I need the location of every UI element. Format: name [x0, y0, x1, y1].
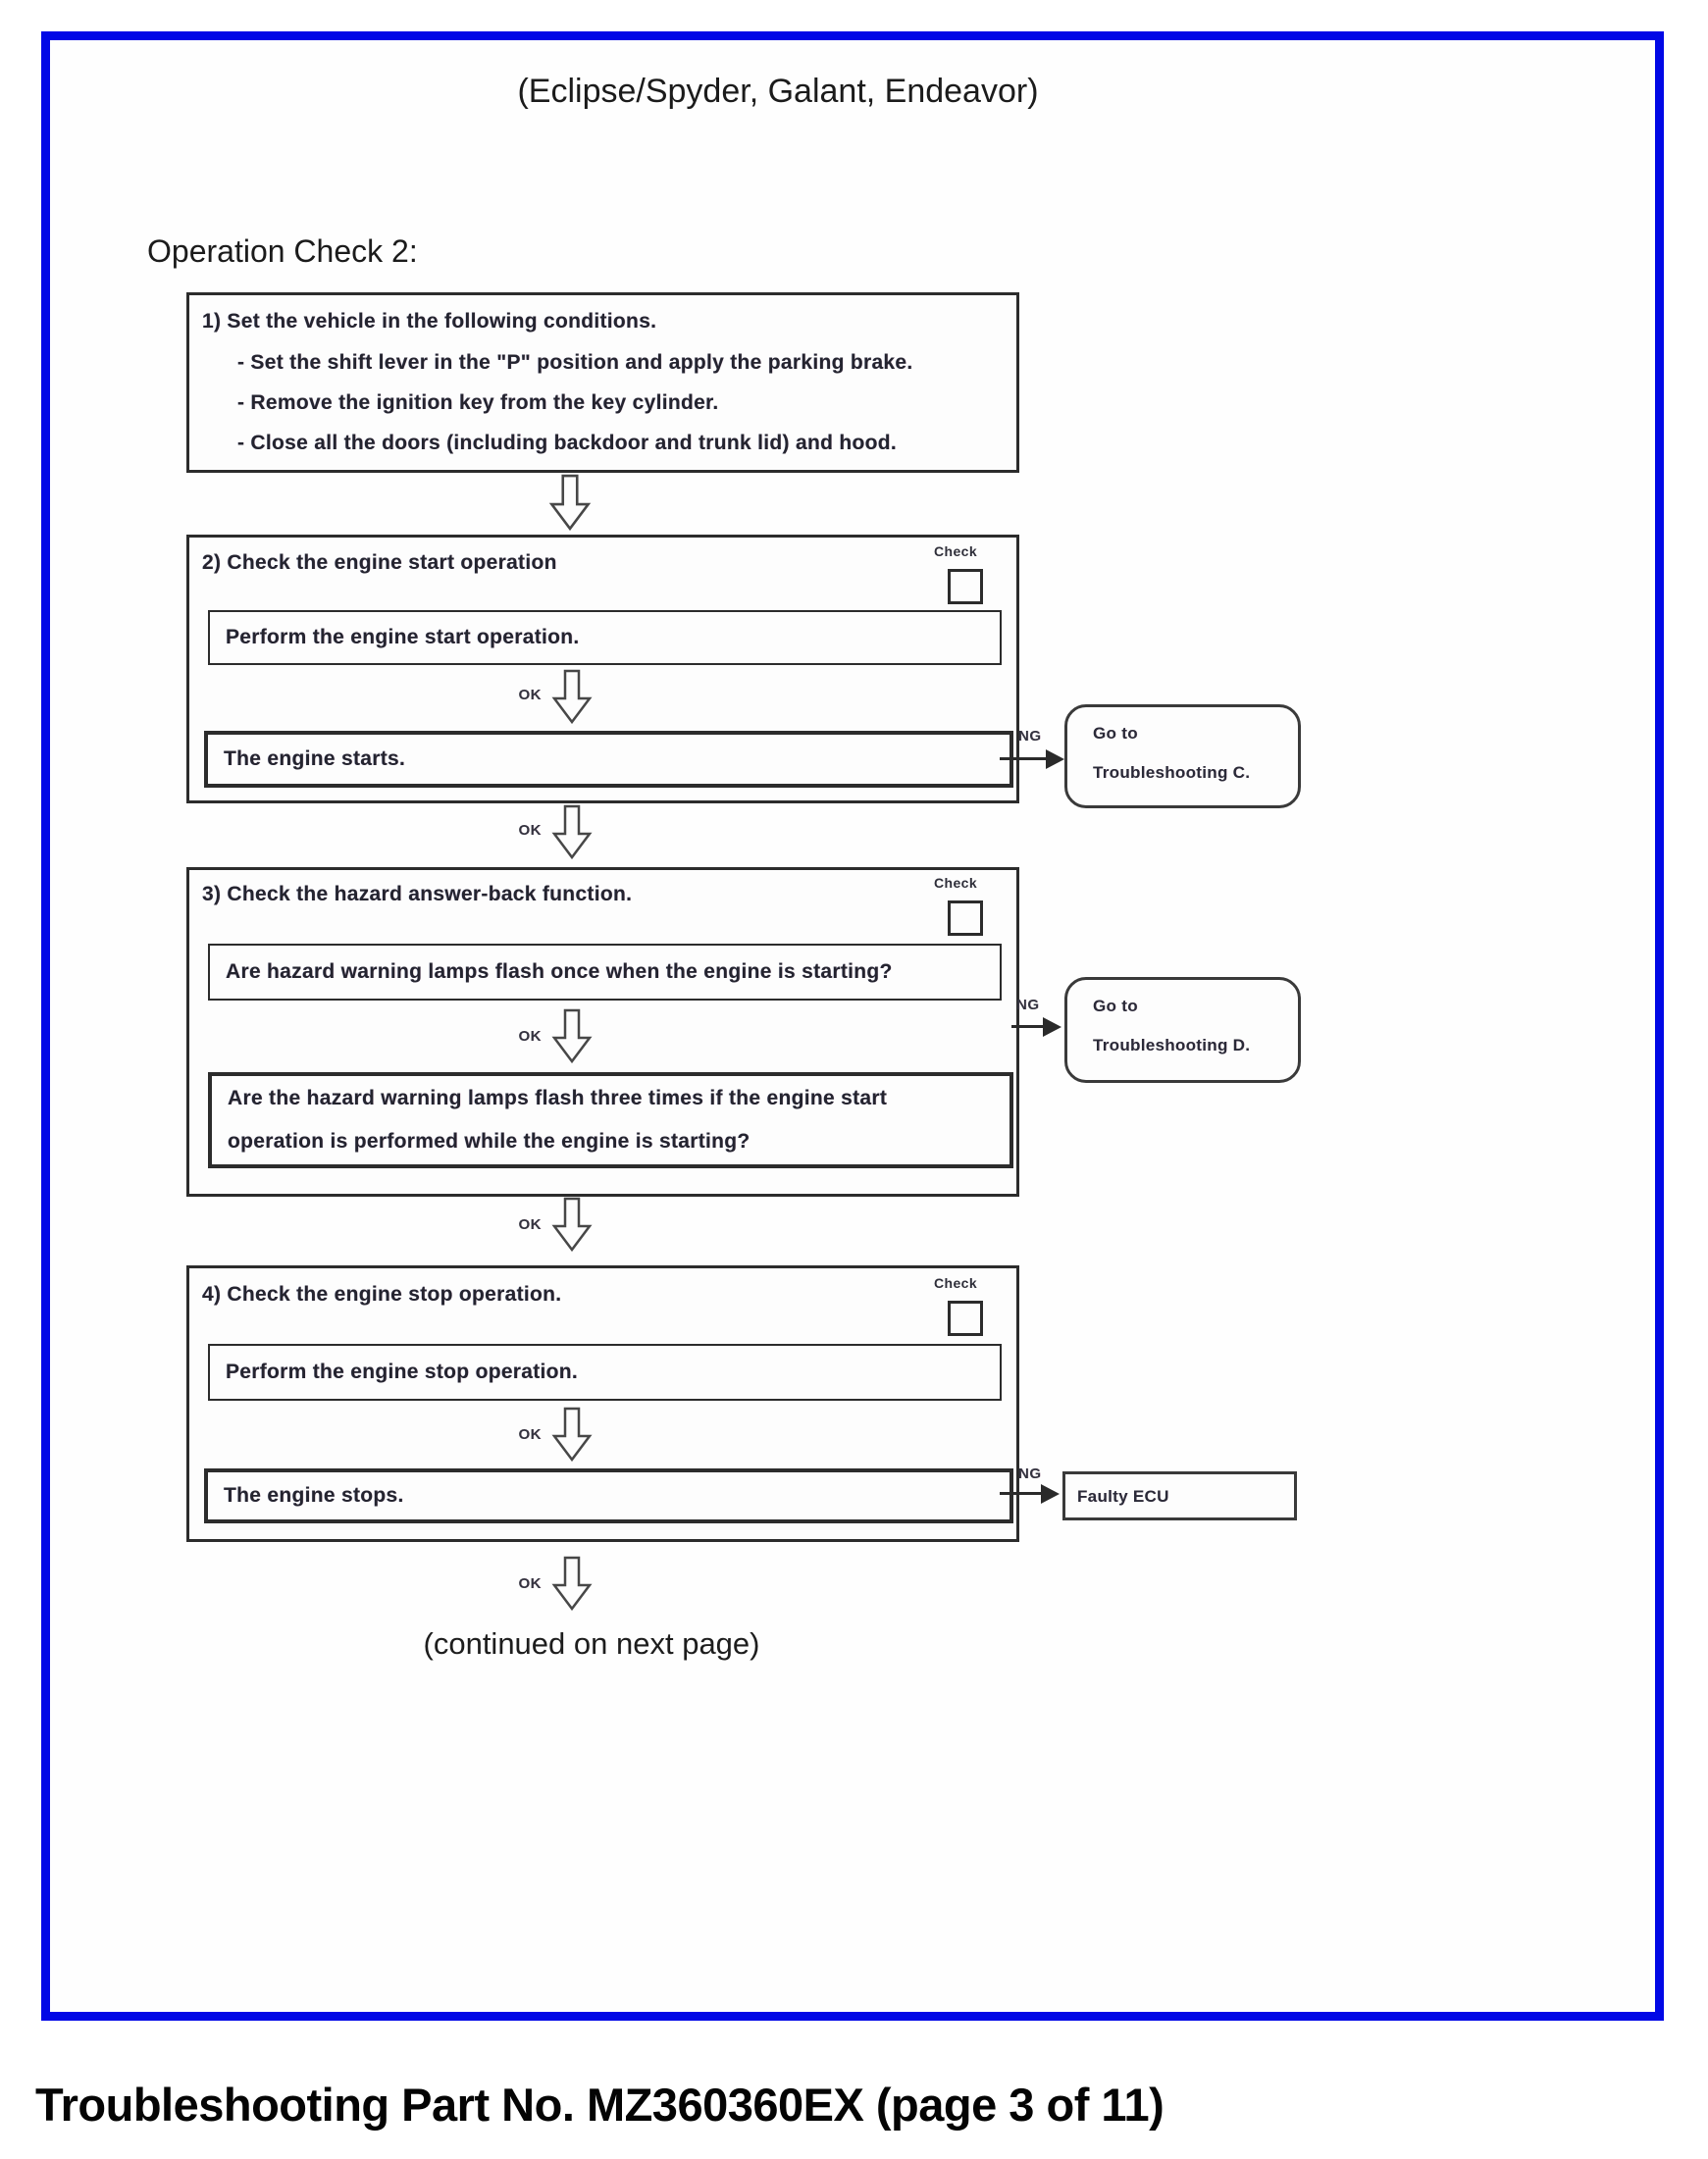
ok-label: OK — [518, 822, 542, 839]
down-block-arrow-icon — [551, 1197, 593, 1252]
ng-label: NG — [1016, 997, 1040, 1013]
step3-question1-box: Are hazard warning lamps flash once when… — [208, 944, 1002, 1001]
step3-question1-text: Are hazard warning lamps flash once when… — [226, 960, 893, 983]
step2-action-box: Perform the engine start operation. — [208, 610, 1002, 665]
step4-result-text: The engine stops. — [224, 1484, 404, 1507]
step1-bullet: - Close all the doors (including backdoo… — [237, 432, 897, 454]
step4-title: 4) Check the engine stop operation. — [202, 1283, 562, 1306]
ng-arrowhead-icon — [1046, 749, 1064, 769]
ng-arrowhead-icon — [1043, 1017, 1061, 1037]
ok-label: OK — [518, 1426, 542, 1443]
down-block-arrow-icon — [551, 1407, 593, 1462]
step3-title: 3) Check the hazard answer-back function… — [202, 883, 633, 905]
check-label: Check — [934, 1275, 978, 1291]
header-title: (Eclipse/Spyder, Galant, Endeavor) — [517, 73, 1039, 110]
check-label: Check — [934, 543, 978, 559]
step2-title: 2) Check the engine start operation — [202, 551, 557, 574]
troubleshooting-c-label: Troubleshooting C. — [1093, 763, 1251, 782]
check-label: Check — [934, 875, 978, 891]
step3-question2-box: Are the hazard warning lamps flash three… — [208, 1072, 1013, 1168]
section-title: Operation Check 2: — [147, 233, 418, 269]
faulty-ecu-box: Faulty ECU — [1062, 1471, 1297, 1520]
goto-label: Go to — [1093, 997, 1138, 1015]
check-checkbox[interactable] — [948, 1301, 983, 1336]
goto-troubleshooting-d-box: Go to Troubleshooting D. — [1064, 977, 1301, 1083]
step2-result-box: The engine starts. — [204, 731, 1013, 788]
check-checkbox[interactable] — [948, 569, 983, 604]
ok-label: OK — [518, 1575, 542, 1592]
step1-title: 1) Set the vehicle in the following cond… — [202, 310, 657, 333]
step4-action-text: Perform the engine stop operation. — [226, 1361, 579, 1383]
footer-title: Troubleshooting Part No. MZ360360EX (pag… — [35, 2079, 1165, 2131]
ok-label: OK — [518, 1028, 542, 1045]
ng-connector-line — [1011, 1025, 1047, 1028]
step4-result-box: The engine stops. — [204, 1468, 1013, 1523]
down-block-arrow-icon — [551, 1008, 593, 1063]
step1-bullet: - Remove the ignition key from the key c… — [237, 391, 719, 414]
troubleshooting-d-label: Troubleshooting D. — [1093, 1036, 1251, 1054]
ng-connector-line — [1000, 1492, 1045, 1495]
down-block-arrow-icon — [551, 804, 593, 859]
down-block-arrow-icon — [548, 474, 592, 531]
step3-question2-line2: operation is performed while the engine … — [228, 1130, 750, 1153]
ok-label: OK — [518, 687, 542, 703]
down-block-arrow-icon — [551, 669, 593, 724]
step3-question2-line1: Are the hazard warning lamps flash three… — [228, 1087, 888, 1109]
goto-troubleshooting-c-box: Go to Troubleshooting C. — [1064, 704, 1301, 808]
ng-label: NG — [1018, 1465, 1042, 1482]
step1-box — [186, 292, 1019, 473]
faulty-ecu-label: Faulty ECU — [1077, 1486, 1169, 1506]
check-checkbox[interactable] — [948, 900, 983, 936]
step4-action-box: Perform the engine stop operation. — [208, 1344, 1002, 1401]
continued-note: (continued on next page) — [423, 1626, 760, 1661]
step2-result-text: The engine starts. — [224, 747, 406, 770]
step1-bullet: - Set the shift lever in the "P" positio… — [237, 351, 913, 374]
down-block-arrow-icon — [551, 1556, 593, 1611]
ng-connector-line — [1000, 757, 1049, 760]
ng-label: NG — [1018, 728, 1042, 745]
goto-label: Go to — [1093, 724, 1138, 743]
step2-action-text: Perform the engine start operation. — [226, 626, 580, 648]
ok-label: OK — [518, 1216, 542, 1233]
ng-arrowhead-icon — [1041, 1484, 1060, 1504]
